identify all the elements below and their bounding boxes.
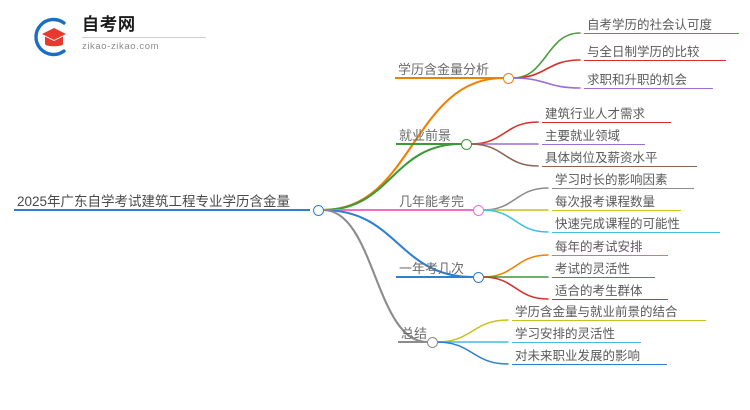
leaf-node-3-2[interactable]: 每次报考课程数量 <box>552 192 681 211</box>
root-node-label: 2025年广东自学考试建筑工程专业学历含金量 <box>17 193 291 209</box>
leaf-node-2-3[interactable]: 具体岗位及薪资水平 <box>542 148 697 167</box>
node-dot[interactable] <box>502 72 514 84</box>
leaf-node-5-1[interactable]: 学历含金量与就业前景的结合 <box>512 302 706 321</box>
leaf-node-4-2[interactable]: 考试的灵活性 <box>552 259 655 278</box>
branch-node-1-underline <box>395 77 503 79</box>
leaf-node-4-2-underline <box>552 276 655 278</box>
leaf-node-1-1-label: 自考学历的社会认可度 <box>587 17 713 32</box>
leaf-node-4-1[interactable]: 每年的考试安排 <box>552 237 668 256</box>
leaf-node-5-1-underline <box>512 319 706 321</box>
leaf-node-5-3[interactable]: 对未来职业发展的影响 <box>512 346 667 365</box>
leaf-node-2-1[interactable]: 建筑行业人才需求 <box>542 104 671 123</box>
leaf-node-1-2[interactable]: 与全日制学历的比较 <box>584 42 726 61</box>
leaf-node-5-2[interactable]: 学习安排的灵活性 <box>512 324 641 343</box>
leaf-node-2-1-underline <box>542 121 671 123</box>
node-dot[interactable] <box>472 204 484 216</box>
leaf-node-2-3-label: 具体岗位及薪资水平 <box>545 150 658 165</box>
branch-node-5-underline <box>398 341 428 343</box>
branch-node-4-underline <box>396 276 473 278</box>
leaf-node-4-3[interactable]: 适合的考生群体 <box>552 281 668 300</box>
logo-divider <box>82 37 206 38</box>
graduation-cap-logo-icon <box>34 17 66 57</box>
leaf-node-1-3-label: 求职和升职的机会 <box>587 72 688 87</box>
leaf-node-4-3-underline <box>552 298 668 300</box>
logo-subtitle: zikao-zikao.com <box>82 41 160 52</box>
leaf-node-3-1-label: 学习时长的影响因素 <box>555 172 668 187</box>
leaf-node-3-3[interactable]: 快速完成课程的可能性 <box>552 214 720 233</box>
leaf-node-5-1-label: 学历含金量与就业前景的结合 <box>515 304 678 319</box>
node-dot[interactable] <box>312 204 324 216</box>
leaf-node-5-3-label: 对未来职业发展的影响 <box>515 348 641 363</box>
logo-title: 自考网 <box>82 15 136 34</box>
branch-node-2[interactable]: 就业前景 <box>396 126 460 145</box>
leaf-node-3-1[interactable]: 学习时长的影响因素 <box>552 170 694 189</box>
leaf-node-4-1-underline <box>552 254 668 256</box>
leaf-node-1-3[interactable]: 求职和升职的机会 <box>584 70 713 89</box>
leaf-node-5-2-label: 学习安排的灵活性 <box>515 326 616 341</box>
logo-text-block: 自考网 zikao-zikao.com <box>82 14 210 54</box>
site-logo: 自考网 zikao-zikao.com <box>30 14 210 60</box>
leaf-node-3-3-underline <box>552 231 720 233</box>
leaf-node-2-3-underline <box>542 165 697 167</box>
leaf-node-4-2-label: 考试的灵活性 <box>555 261 631 276</box>
node-dot[interactable] <box>426 336 438 348</box>
node-dot[interactable] <box>472 271 484 283</box>
branch-node-4-label: 一年考几次 <box>399 261 465 276</box>
leaf-node-1-1-underline <box>584 32 739 34</box>
node-dot[interactable] <box>460 138 472 150</box>
leaf-node-1-2-label: 与全日制学历的比较 <box>587 44 700 59</box>
leaf-node-4-1-label: 每年的考试安排 <box>555 239 643 254</box>
branch-node-3[interactable]: 几年能考完 <box>396 192 473 211</box>
leaf-node-3-2-label: 每次报考课程数量 <box>555 194 656 209</box>
leaf-node-1-3-underline <box>584 87 713 89</box>
branch-node-2-underline <box>396 143 460 145</box>
branch-node-3-underline <box>396 209 473 211</box>
branch-node-3-label: 几年能考完 <box>399 194 465 209</box>
leaf-node-3-2-underline <box>552 209 681 211</box>
branch-node-5[interactable]: 总结 <box>398 324 428 343</box>
leaf-node-4-3-label: 适合的考生群体 <box>555 283 643 298</box>
branch-node-5-label: 总结 <box>401 326 428 341</box>
leaf-node-1-2-underline <box>584 59 726 61</box>
branch-node-2-label: 就业前景 <box>399 128 452 143</box>
leaf-node-1-1[interactable]: 自考学历的社会认可度 <box>584 15 739 34</box>
branch-node-4[interactable]: 一年考几次 <box>396 259 473 278</box>
branch-node-1-label: 学历含金量分析 <box>398 62 490 77</box>
leaf-node-2-1-label: 建筑行业人才需求 <box>545 106 646 121</box>
root-node[interactable]: 2025年广东自学考试建筑工程专业学历含金量 <box>14 192 310 211</box>
leaf-node-3-3-label: 快速完成课程的可能性 <box>555 216 681 231</box>
leaf-node-5-2-underline <box>512 341 641 343</box>
leaf-node-3-1-underline <box>552 187 694 189</box>
leaf-node-2-2[interactable]: 主要就业领域 <box>542 126 645 145</box>
root-node-underline <box>14 209 310 211</box>
leaf-node-2-2-underline <box>542 143 645 145</box>
leaf-node-5-3-underline <box>512 363 667 365</box>
branch-node-1[interactable]: 学历含金量分析 <box>395 60 503 79</box>
leaf-node-2-2-label: 主要就业领域 <box>545 128 621 143</box>
